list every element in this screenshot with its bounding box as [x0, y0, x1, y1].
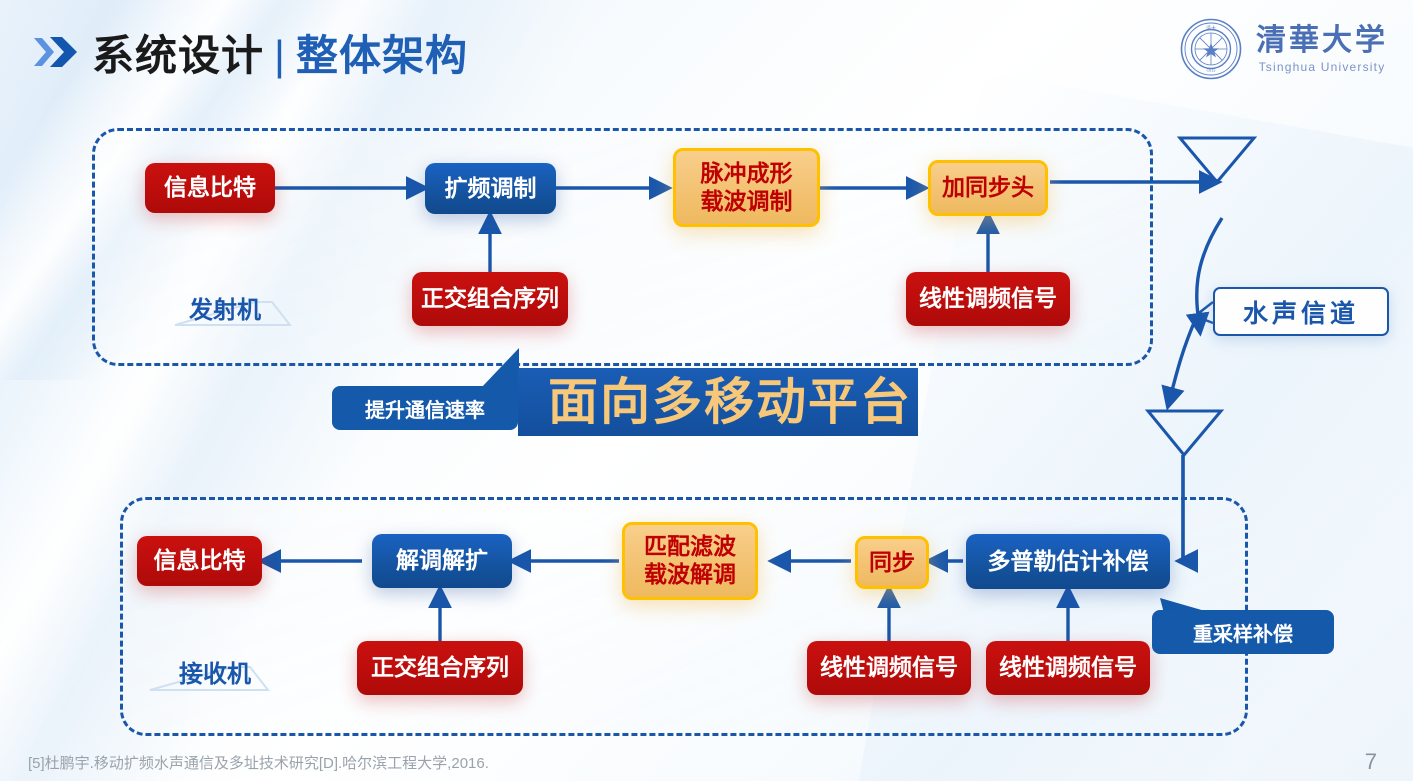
wire-channel-down-2 — [1161, 317, 1198, 411]
svg-text:清大: 清大 — [1206, 25, 1216, 32]
svg-text:·1911·: ·1911· — [1205, 68, 1216, 73]
channel-label: 水声信道 — [1213, 287, 1389, 336]
page-title-main: 系统设计 — [92, 32, 265, 79]
channel-label-tail — [1192, 301, 1214, 325]
callout-resample-comp[interactable]: 重采样补偿 — [1152, 610, 1334, 654]
logo-name-en: Tsinghua University — [1258, 59, 1386, 74]
antenna-triangle-icon-tx — [1176, 136, 1258, 185]
node-rx-sync[interactable]: 同步 — [855, 536, 929, 589]
callout-speed-up[interactable]: 提升通信速率 — [332, 386, 518, 430]
page-title-sub: 整体架构 — [295, 32, 468, 79]
node-rx-orthogonal-seq[interactable]: 正交组合序列 — [357, 641, 523, 695]
page-title-separator: | — [274, 32, 286, 79]
node-tx-pulse-shape-carrier[interactable]: 脉冲成形 载波调制 — [673, 148, 820, 227]
node-rx-demod-despread[interactable]: 解调解扩 — [372, 534, 512, 588]
node-tx-add-sync-head[interactable]: 加同步头 — [928, 160, 1048, 216]
node-rx-matched-filter-carrier[interactable]: 匹配滤波 载波解调 — [622, 522, 758, 600]
node-tx-spread-mod[interactable]: 扩频调制 — [425, 163, 556, 214]
tsinghua-seal-icon: 清大 ·1911· — [1180, 18, 1242, 80]
node-rx-chirp-signal-2[interactable]: 线性调频信号 — [986, 641, 1150, 695]
node-rx-doppler-est-comp[interactable]: 多普勒估计补偿 — [966, 534, 1170, 589]
node-rx-chirp-signal-1[interactable]: 线性调频信号 — [807, 641, 971, 695]
receiver-section-label: 接收机 — [179, 661, 251, 688]
node-tx-info-bits[interactable]: 信息比特 — [145, 163, 275, 213]
reference-footnote: [5]杜鹏宇.移动扩频水声通信及多址技术研究[D].哈尔滨工程大学,2016. — [28, 755, 489, 772]
node-tx-orthogonal-seq[interactable]: 正交组合序列 — [412, 272, 568, 326]
slide-header: 系统设计|整体架构 清大 ·1911· 清華大学 Tsin — [0, 0, 1413, 100]
page-title: 系统设计|整体架构 — [92, 22, 468, 83]
page-number: 7 — [1364, 749, 1377, 774]
node-tx-chirp-signal[interactable]: 线性调频信号 — [906, 272, 1070, 326]
node-rx-info-bits[interactable]: 信息比特 — [137, 536, 262, 586]
logo-wordmark: 清華大学 Tsinghua University — [1256, 23, 1388, 74]
transmitter-section-label: 发射机 — [189, 297, 261, 324]
university-logo: 清大 ·1911· 清華大学 Tsinghua University — [1180, 16, 1388, 82]
antenna-triangle-icon-rx — [1144, 409, 1225, 458]
double-chevron-right-icon — [34, 37, 77, 67]
overlay-banner-text: 面向多移动平台 — [548, 374, 912, 430]
logo-name-cn: 清華大学 — [1256, 23, 1388, 57]
overlay-banner: 面向多移动平台 — [518, 368, 918, 436]
